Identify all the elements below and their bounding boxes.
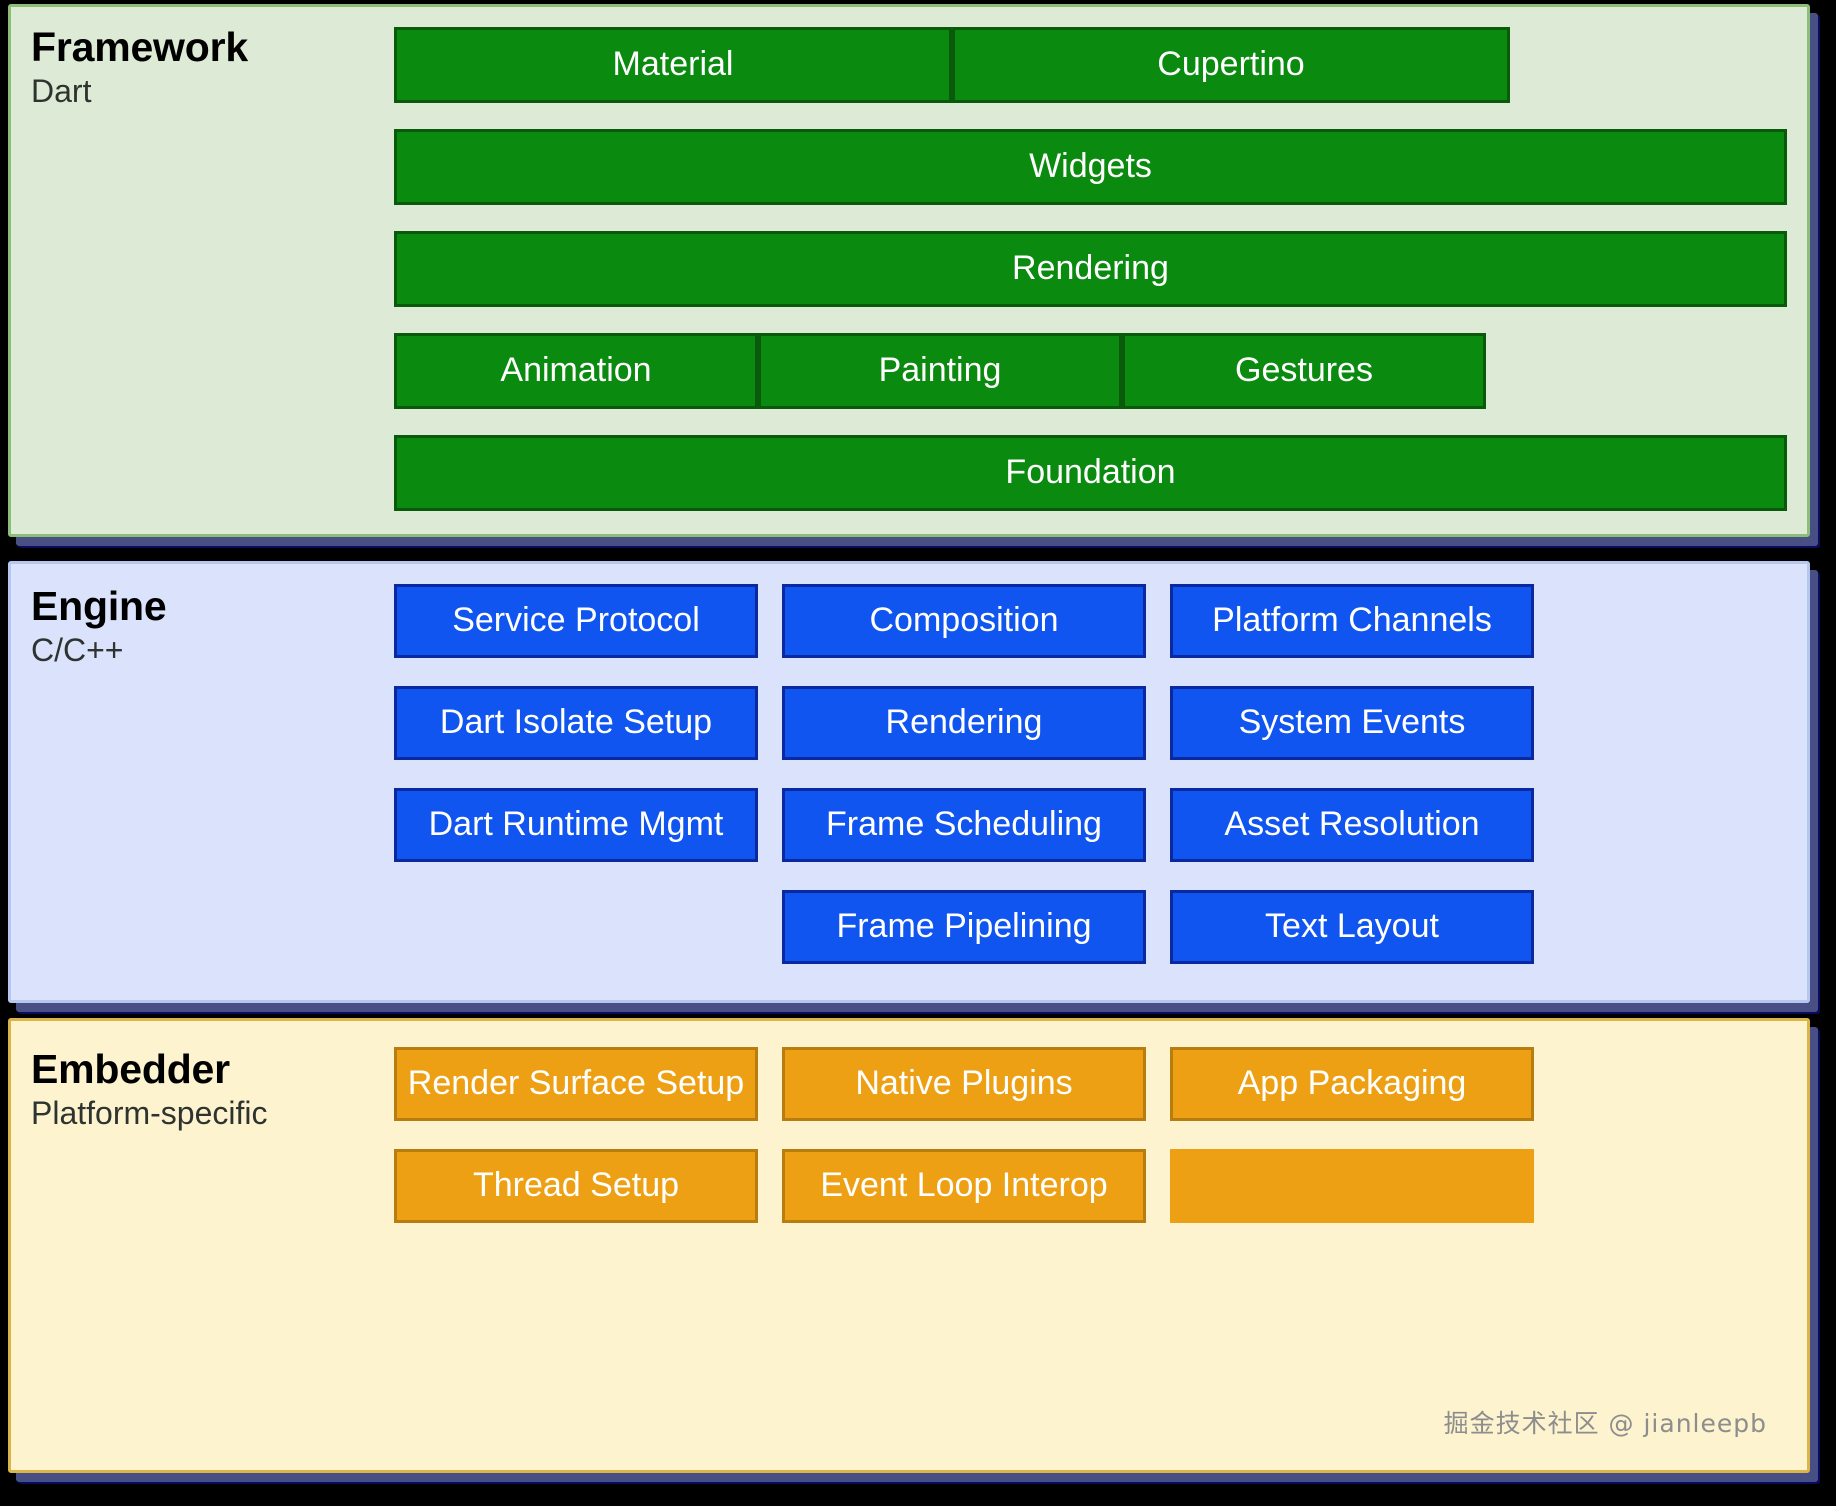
node-painting[interactable]: Painting — [758, 333, 1122, 409]
node-animation[interactable]: Animation — [394, 333, 758, 409]
node-platform-channels[interactable]: Platform Channels — [1170, 584, 1534, 658]
framework-row-2: Widgets — [394, 129, 1787, 231]
layer-framework-grid: Material Cupertino Widgets Rendering Ani… — [394, 7, 1807, 547]
engine-row-3: Dart Runtime Mgmt Frame Scheduling Asset… — [394, 788, 1787, 890]
node-event-loop-interop[interactable]: Event Loop Interop — [782, 1149, 1146, 1223]
framework-row-3: Rendering — [394, 231, 1787, 333]
layer-embedder: Embedder Platform-specific Render Surfac… — [8, 1018, 1810, 1473]
layer-engine-title: Engine — [31, 583, 167, 629]
layer-framework: Framework Dart Material Cupertino Widget… — [8, 4, 1810, 537]
layer-embedder-subtitle: Platform-specific — [31, 1095, 268, 1132]
embedder-row-2: Thread Setup Event Loop Interop — [394, 1149, 1787, 1251]
embedder-row-2-spacer — [1170, 1149, 1534, 1223]
framework-row-1: Material Cupertino — [394, 27, 1787, 129]
framework-row-5: Foundation — [394, 435, 1787, 537]
node-rendering-framework[interactable]: Rendering — [394, 231, 1787, 307]
node-widgets[interactable]: Widgets — [394, 129, 1787, 205]
node-asset-resolution[interactable]: Asset Resolution — [1170, 788, 1534, 862]
node-app-packaging[interactable]: App Packaging — [1170, 1047, 1534, 1121]
node-text-layout[interactable]: Text Layout — [1170, 890, 1534, 964]
engine-row-2: Dart Isolate Setup Rendering System Even… — [394, 686, 1787, 788]
node-composition[interactable]: Composition — [782, 584, 1146, 658]
embedder-row-1: Render Surface Setup Native Plugins App … — [394, 1047, 1787, 1149]
layer-engine-heading: Engine C/C++ — [11, 564, 394, 672]
node-frame-scheduling[interactable]: Frame Scheduling — [782, 788, 1146, 862]
node-cupertino[interactable]: Cupertino — [952, 27, 1510, 103]
node-native-plugins[interactable]: Native Plugins — [782, 1047, 1146, 1121]
layer-engine-subtitle: C/C++ — [31, 632, 124, 669]
node-thread-setup[interactable]: Thread Setup — [394, 1149, 758, 1223]
layer-framework-heading: Framework Dart — [11, 7, 394, 113]
layer-engine: Engine C/C++ Service Protocol Compositio… — [8, 561, 1810, 1003]
node-gestures[interactable]: Gestures — [1122, 333, 1486, 409]
node-system-events[interactable]: System Events — [1170, 686, 1534, 760]
layer-embedder-heading: Embedder Platform-specific — [11, 1021, 394, 1135]
node-dart-runtime-mgmt[interactable]: Dart Runtime Mgmt — [394, 788, 758, 862]
node-service-protocol[interactable]: Service Protocol — [394, 584, 758, 658]
node-render-surface-setup[interactable]: Render Surface Setup — [394, 1047, 758, 1121]
node-frame-pipelining[interactable]: Frame Pipelining — [782, 890, 1146, 964]
node-dart-isolate-setup[interactable]: Dart Isolate Setup — [394, 686, 758, 760]
layer-framework-subtitle: Dart — [31, 73, 92, 110]
node-rendering-engine[interactable]: Rendering — [782, 686, 1146, 760]
layer-framework-title: Framework — [31, 24, 248, 70]
engine-row-1: Service Protocol Composition Platform Ch… — [394, 584, 1787, 686]
engine-row-4-spacer — [394, 890, 758, 964]
layer-engine-grid: Service Protocol Composition Platform Ch… — [394, 564, 1807, 1004]
framework-row-4: Animation Painting Gestures — [394, 333, 1787, 435]
engine-row-4: Frame Pipelining Text Layout — [394, 890, 1787, 992]
watermark: 掘金技术社区 @ jianleepb — [1443, 1409, 1767, 1438]
layer-embedder-grid: Render Surface Setup Native Plugins App … — [394, 1021, 1807, 1263]
layer-embedder-title: Embedder — [31, 1046, 230, 1092]
node-foundation[interactable]: Foundation — [394, 435, 1787, 511]
node-material[interactable]: Material — [394, 27, 952, 103]
